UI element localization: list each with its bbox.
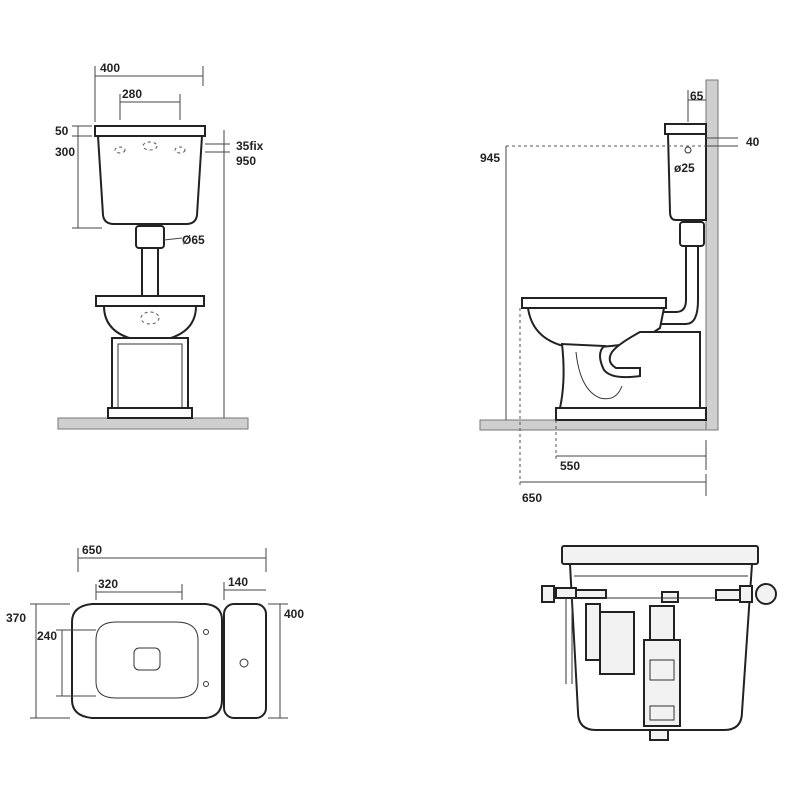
fill-valve xyxy=(541,585,635,684)
side-tank-body xyxy=(666,133,707,221)
front-dim-inner-width: 280 xyxy=(122,87,142,101)
top-dim-total-width: 370 xyxy=(6,611,26,625)
side-base xyxy=(555,407,707,421)
top-view: 650 320 140 370 240 400 xyxy=(6,543,304,719)
interior-drain-outlet xyxy=(649,729,669,741)
top-dim-total-length: 650 xyxy=(82,543,102,557)
front-dim-tank-height: 300 xyxy=(55,145,75,159)
side-dim-height: 945 xyxy=(480,151,500,165)
front-floor xyxy=(57,417,249,430)
top-dim-seat-length: 320 xyxy=(98,577,118,591)
side-dim-inlet-diameter: ø25 xyxy=(674,161,695,175)
side-seat xyxy=(521,297,667,309)
top-dim-seat-width: 240 xyxy=(37,629,57,643)
front-seat xyxy=(95,295,205,307)
top-dim-tank-depth: 140 xyxy=(228,575,248,589)
top-seat-opening xyxy=(95,621,199,699)
top-tank xyxy=(223,603,267,719)
tank-interior-view xyxy=(541,545,777,741)
side-inlet xyxy=(684,146,692,154)
side-pedestal xyxy=(558,331,701,409)
side-dim-tank-depth: 65 xyxy=(690,89,704,103)
interior-tank-lid xyxy=(561,545,759,565)
front-view: 400 280 50 300 35fix 950 Ø65 xyxy=(55,61,264,430)
front-dim-lid-height: 50 xyxy=(55,124,69,138)
front-flush-pipe-joint xyxy=(135,225,165,249)
front-flush-pipe xyxy=(141,247,159,301)
float-arm xyxy=(715,583,777,605)
front-dim-fix: 35fix xyxy=(236,139,264,153)
front-tank-lid xyxy=(94,125,206,137)
front-dim-pipe-diameter: Ø65 xyxy=(182,233,205,247)
front-stand xyxy=(111,337,189,413)
side-dim-base-depth: 550 xyxy=(560,459,580,473)
front-dim-total-height: 950 xyxy=(236,154,256,168)
side-dim-total-depth: 650 xyxy=(522,491,542,505)
top-bowl xyxy=(71,603,223,719)
top-flush-button xyxy=(239,658,249,668)
front-tank-body xyxy=(96,135,204,225)
flush-valve xyxy=(600,591,720,727)
side-tank-lid xyxy=(664,123,707,135)
side-floor xyxy=(479,419,711,431)
side-wall xyxy=(705,79,719,431)
top-dim-tank-width: 400 xyxy=(284,607,304,621)
front-dim-tank-width: 400 xyxy=(100,61,120,75)
front-stand-base xyxy=(107,407,193,419)
side-view: 65 40 945 ø25 550 650 xyxy=(479,79,760,505)
side-flush-pipe xyxy=(659,245,699,325)
front-bowl xyxy=(102,305,198,344)
side-dim-top-offset: 40 xyxy=(746,135,760,149)
